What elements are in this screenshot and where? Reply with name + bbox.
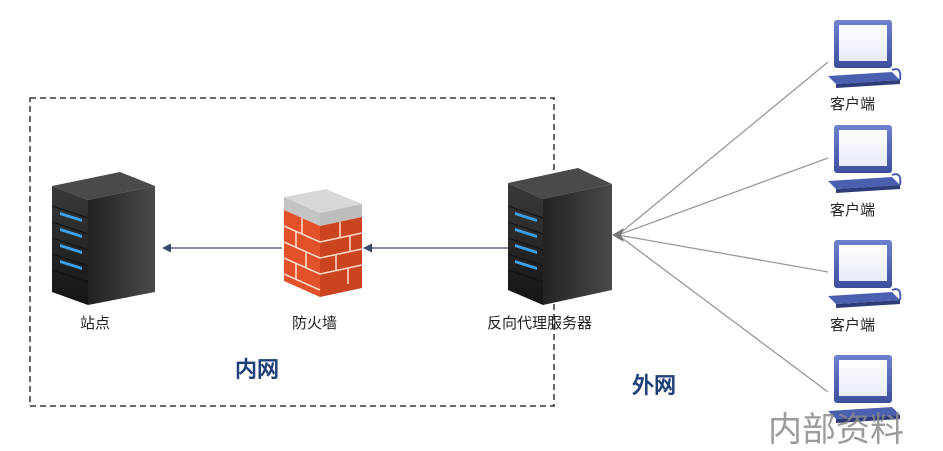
intranet-zone-label: 内网 — [235, 358, 280, 383]
watermark: 内部资料 — [768, 410, 904, 450]
reverse-proxy-server-icon — [507, 168, 612, 305]
reverse-proxy-label: 反向代理服务器 — [487, 314, 593, 332]
client-label: 客户端 — [830, 201, 876, 219]
firewall-icon — [283, 189, 363, 297]
site-label: 站点 — [80, 314, 111, 332]
client-line-1 — [617, 61, 829, 236]
client-computer-icon — [828, 240, 902, 308]
client-computer-icon — [828, 125, 902, 193]
client-computer-icon — [828, 355, 900, 423]
client-connection-lines — [617, 61, 829, 393]
proxy-inbound-arrowhead — [612, 228, 624, 242]
client-line-4 — [617, 234, 829, 393]
internet-zone-label: 外网 — [632, 374, 677, 399]
site-server-icon — [51, 172, 155, 305]
client-computer-icon — [828, 20, 902, 88]
client-line-2 — [617, 157, 829, 236]
intranet-boundary — [29, 97, 555, 407]
client-label: 客户端 — [830, 95, 876, 113]
client-line-3 — [617, 234, 829, 273]
client-label: 客户端 — [830, 316, 876, 334]
firewall-label: 防火墙 — [292, 314, 338, 332]
